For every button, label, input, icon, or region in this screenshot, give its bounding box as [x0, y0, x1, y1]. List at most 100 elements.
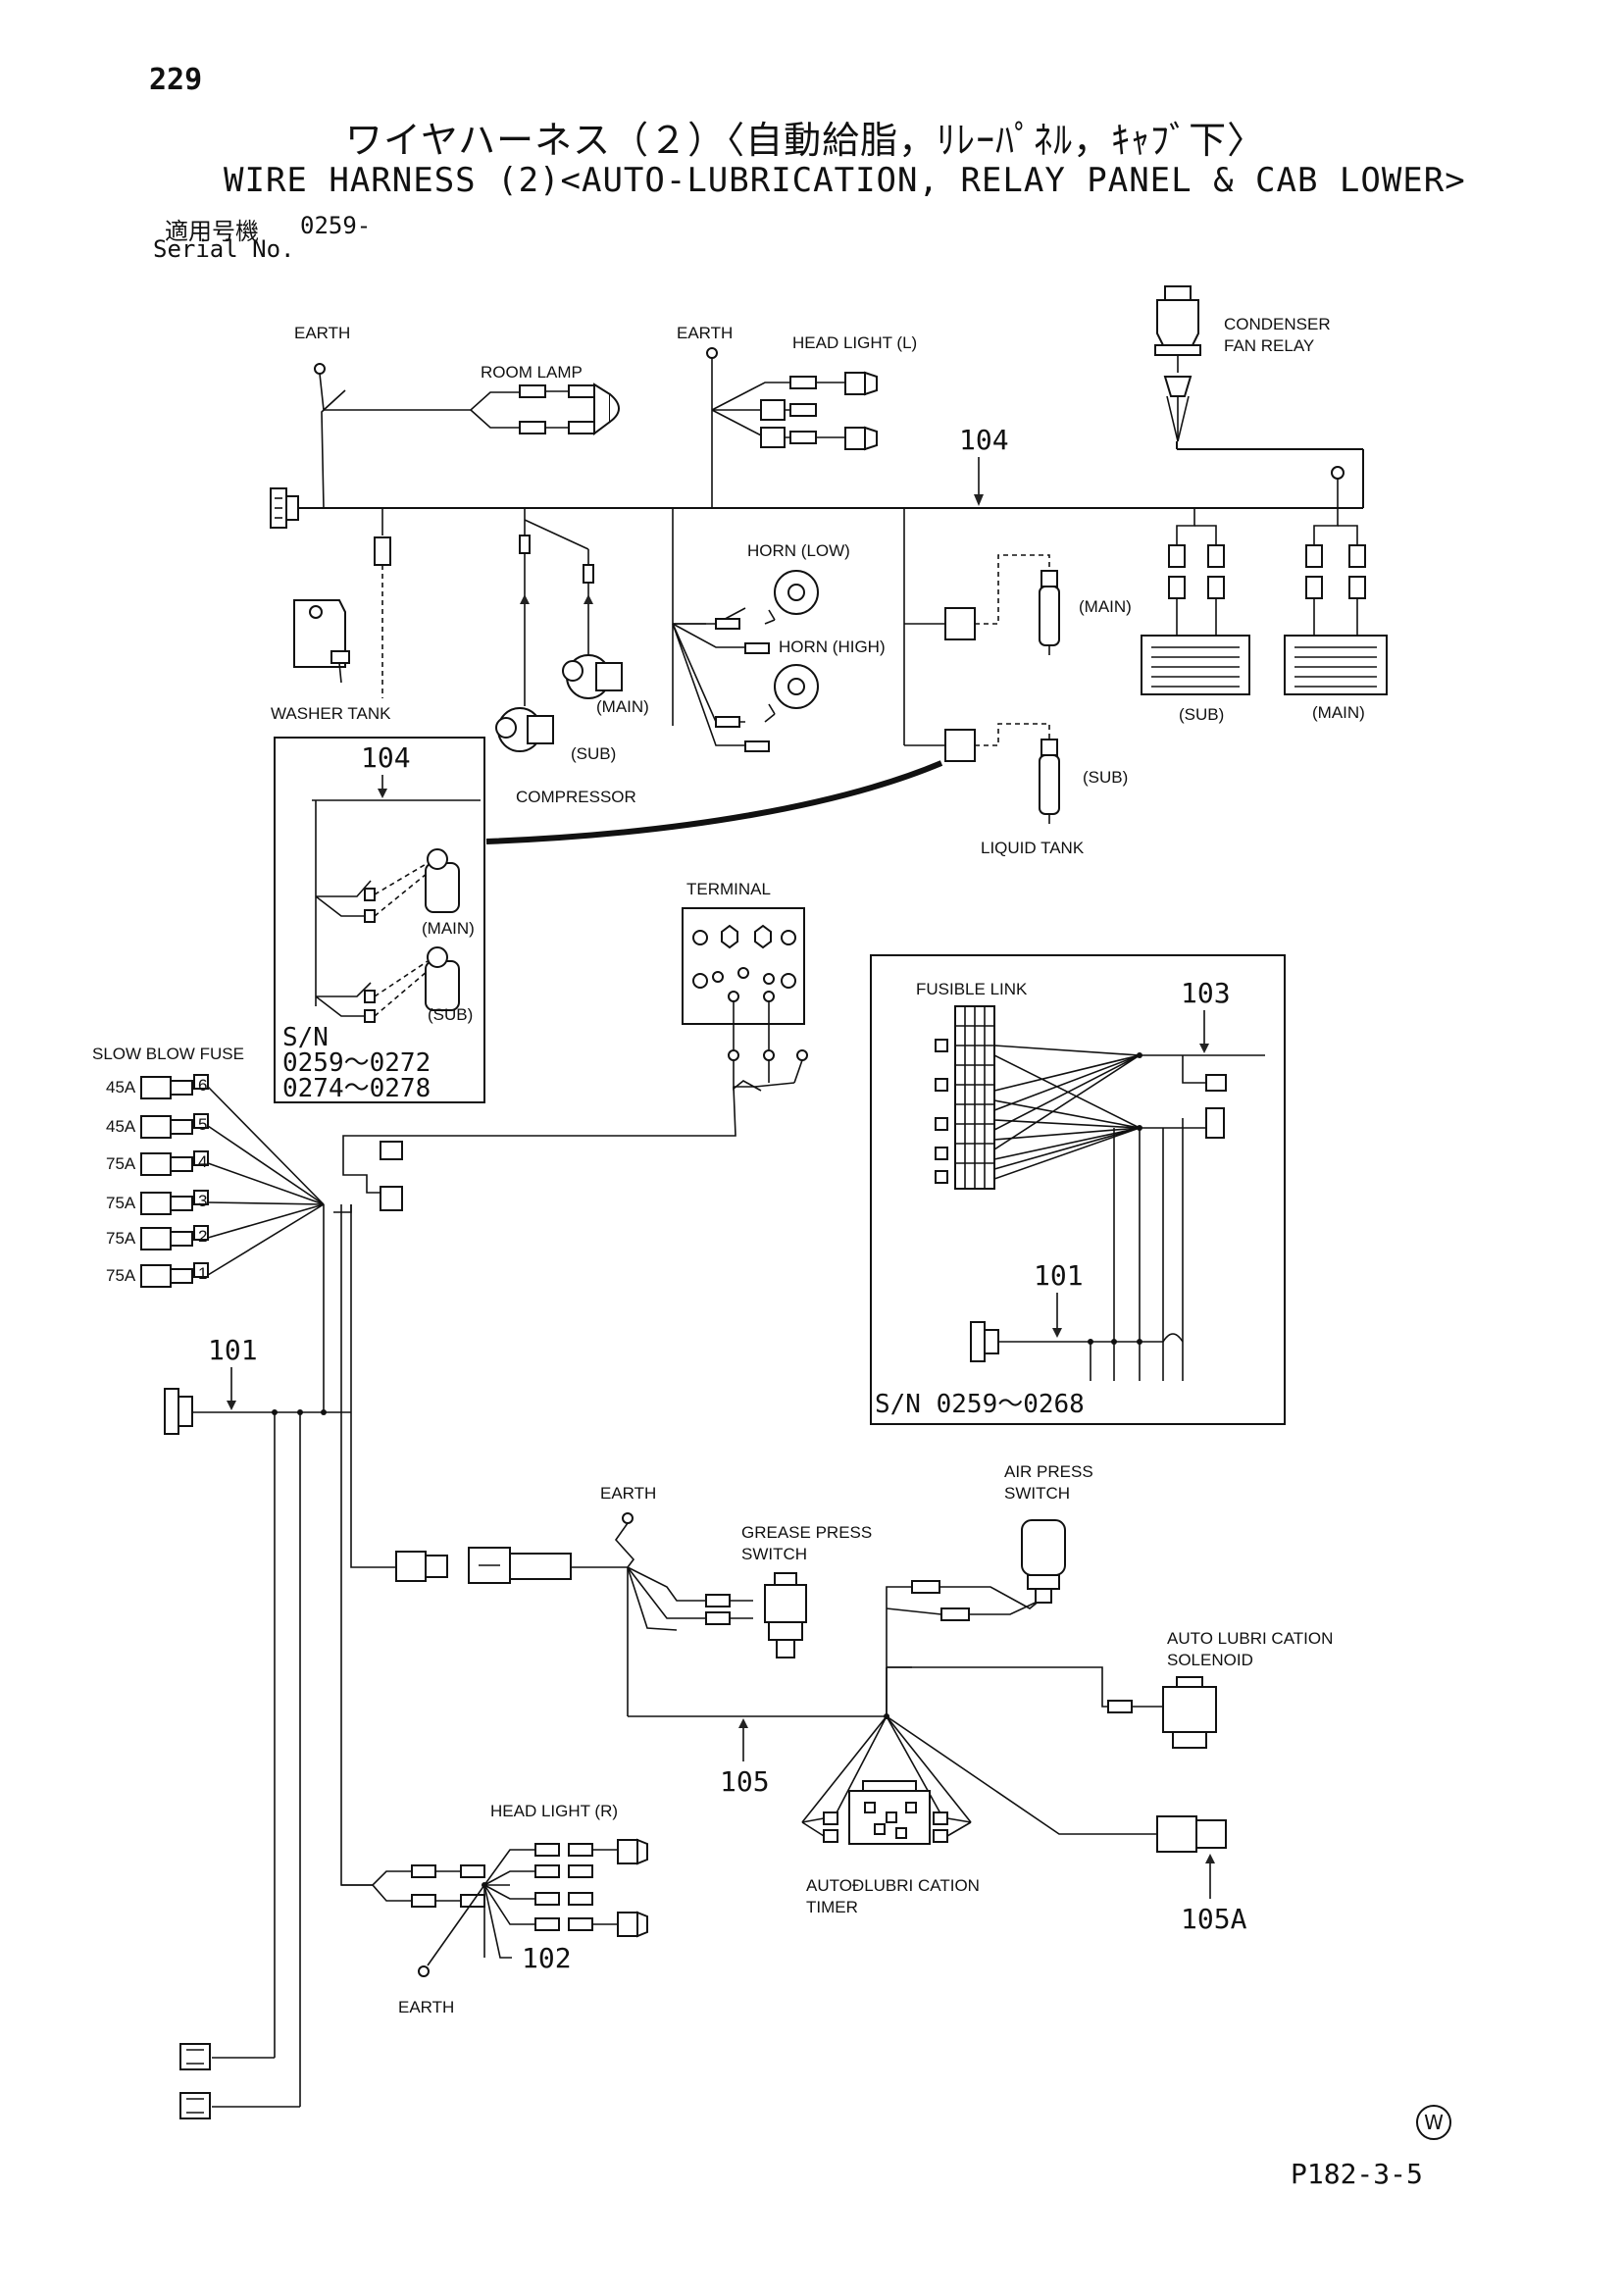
serial-label-english: Serial No. — [153, 235, 295, 263]
head-light-r — [341, 1838, 648, 1977]
fusible-link-label: FUSIBLE LINK — [916, 980, 1028, 998]
fuse-labels: 45A 6 45A 5 75A 4 75A 3 75A 2 75A 1 — [106, 1076, 207, 1285]
horn-low-label: HORN (LOW) — [747, 541, 850, 560]
label-104-main: 104 — [959, 424, 1009, 456]
earth-left — [314, 363, 346, 509]
title-japanese: ワイヤハーネス（２）〈自動給脂，ﾘﾚｰﾊﾟﾈﾙ，ｷｬﾌﾞ下〉 — [345, 119, 1266, 162]
label-102: 102 — [522, 1942, 572, 1974]
auto-lubrication-solenoid-label-2: SOLENOID — [1167, 1651, 1253, 1669]
auto-lubrication-solenoid-label-1: AUTO LUBRI CATION — [1167, 1629, 1333, 1648]
liquid-tank-label: LIQUID TANK — [981, 839, 1085, 857]
slow-blow-fuse-index-box — [193, 1150, 209, 1166]
fuse-rating: 75A — [106, 1229, 136, 1248]
room-lamp — [324, 383, 620, 435]
head-light-l-label: HEAD LIGHT (L) — [792, 333, 917, 352]
liquid-tank-sub-label: (SUB) — [1083, 768, 1128, 787]
label-105: 105 — [720, 1765, 770, 1798]
washer-tank-label: WASHER TANK — [271, 704, 391, 723]
air-press-label-1: AIR PRESS — [1004, 1462, 1093, 1481]
slow-blow-fuse-cap — [170, 1156, 193, 1172]
slow-blow-fuse — [140, 1264, 172, 1288]
liquid-tank — [903, 508, 1060, 824]
slow-blow-fuse-label: SLOW BLOW FUSE — [92, 1045, 244, 1063]
washer-tank — [293, 508, 391, 698]
page-number: 229 — [149, 63, 203, 97]
fuse-index: 3 — [198, 1192, 207, 1210]
harness-104-trunk — [270, 441, 1364, 529]
label-105a: 105A — [1181, 1903, 1247, 1935]
horns — [672, 508, 819, 752]
auto-lubrication-timer-label-2: TIMER — [806, 1898, 858, 1916]
label-101-left: 101 — [208, 1334, 258, 1366]
slow-blow-fuse-cap — [170, 1119, 193, 1135]
compressor-sub-label: (SUB) — [571, 744, 616, 763]
terminal-block — [342, 907, 808, 1157]
fuse-rating: 75A — [106, 1266, 136, 1285]
inset-compressor-range-2: 0274～0278 — [282, 1074, 431, 1103]
inset-sub-label: (SUB) — [428, 1005, 473, 1024]
liquid-tank-main-label: (MAIN) — [1079, 597, 1132, 616]
slow-blow-fuse-cap — [170, 1231, 193, 1247]
slow-blow-fuse-index-box — [193, 1113, 209, 1129]
head-light-r-label: HEAD LIGHT (R) — [490, 1802, 618, 1820]
serial-label-japanese: 適用号機 — [165, 218, 259, 245]
slow-blow-fuse-index-box — [193, 1262, 209, 1278]
inset-compressor — [274, 737, 485, 1103]
harness-105 — [395, 1512, 1227, 1853]
earth-105-label: EARTH — [600, 1484, 656, 1503]
slow-blow-fuse-index-box — [193, 1074, 209, 1090]
head-light-l — [706, 347, 878, 508]
slow-blow-fuse — [140, 1076, 172, 1099]
inset-compressor-range-1: 0259～0272 — [282, 1048, 431, 1078]
harness-101 — [164, 1388, 404, 2119]
fuse-rating: 75A — [106, 1194, 136, 1212]
label-103: 103 — [1181, 977, 1231, 1009]
fuse-index: 2 — [198, 1227, 207, 1246]
fuse-rating: 75A — [106, 1154, 136, 1173]
fuse-index: 4 — [198, 1152, 207, 1171]
condenser-fan-main-label: (MAIN) — [1312, 703, 1365, 722]
inset-compressor-104: 104 — [361, 741, 411, 774]
earth-mid-label: EARTH — [677, 324, 733, 342]
inset-compressor-sn-label: S/N — [282, 1023, 329, 1052]
earth-r-label: EARTH — [398, 1998, 454, 2016]
earth-right — [1331, 466, 1345, 480]
condenser-label-1: CONDENSER — [1224, 315, 1331, 333]
earth-left-label: EARTH — [294, 324, 350, 342]
title-english: WIRE HARNESS (2)<AUTO-LUBRICATION, RELAY… — [224, 161, 1466, 200]
slow-blow-fuse-index-box — [193, 1190, 209, 1205]
horn-high-label: HORN (HIGH) — [779, 638, 886, 656]
slow-blow-fuse — [140, 1192, 172, 1215]
condenser-fan-relay — [1154, 285, 1201, 442]
fuse-rating: 45A — [106, 1078, 136, 1097]
slow-blow-fuse-cap — [170, 1268, 193, 1284]
fuse-index: 1 — [198, 1264, 207, 1283]
condenser-fans — [1141, 508, 1388, 695]
terminal-label: TERMINAL — [686, 880, 771, 898]
serial-value: 0259- — [300, 212, 372, 239]
condenser-label-2: FAN RELAY — [1224, 336, 1314, 355]
condenser-fan-sub-label: (SUB) — [1179, 705, 1224, 724]
page-code: P182-3-5 — [1291, 2158, 1423, 2190]
slow-blow-fuse-group — [140, 1074, 403, 1412]
auto-lubrication-timer-label-1: AUTOĐLUBRI CATION — [806, 1876, 980, 1895]
slow-blow-fuse-index-box — [193, 1225, 209, 1241]
compressor-main-label: (MAIN) — [596, 697, 649, 716]
slow-blow-fuse — [140, 1227, 172, 1250]
inset-fusible-sn: S/N 0259～0268 — [875, 1390, 1085, 1419]
fuse-rating: 45A — [106, 1117, 136, 1136]
grease-press-label-2: SWITCH — [741, 1545, 807, 1563]
inset-main-label: (MAIN) — [422, 919, 475, 938]
slow-blow-fuse-cap — [170, 1080, 193, 1096]
label-101-inset: 101 — [1034, 1259, 1084, 1292]
room-lamp-label: ROOM LAMP — [481, 363, 583, 382]
compressor-label: COMPRESSOR — [516, 788, 636, 806]
fuse-index: 5 — [198, 1115, 207, 1134]
w-mark-icon: W — [1416, 2105, 1451, 2140]
slow-blow-fuse — [140, 1152, 172, 1176]
inset-leader — [485, 760, 943, 844]
slow-blow-fuse — [140, 1115, 172, 1139]
compressor — [495, 508, 623, 752]
inset-fusible-link — [870, 954, 1286, 1425]
